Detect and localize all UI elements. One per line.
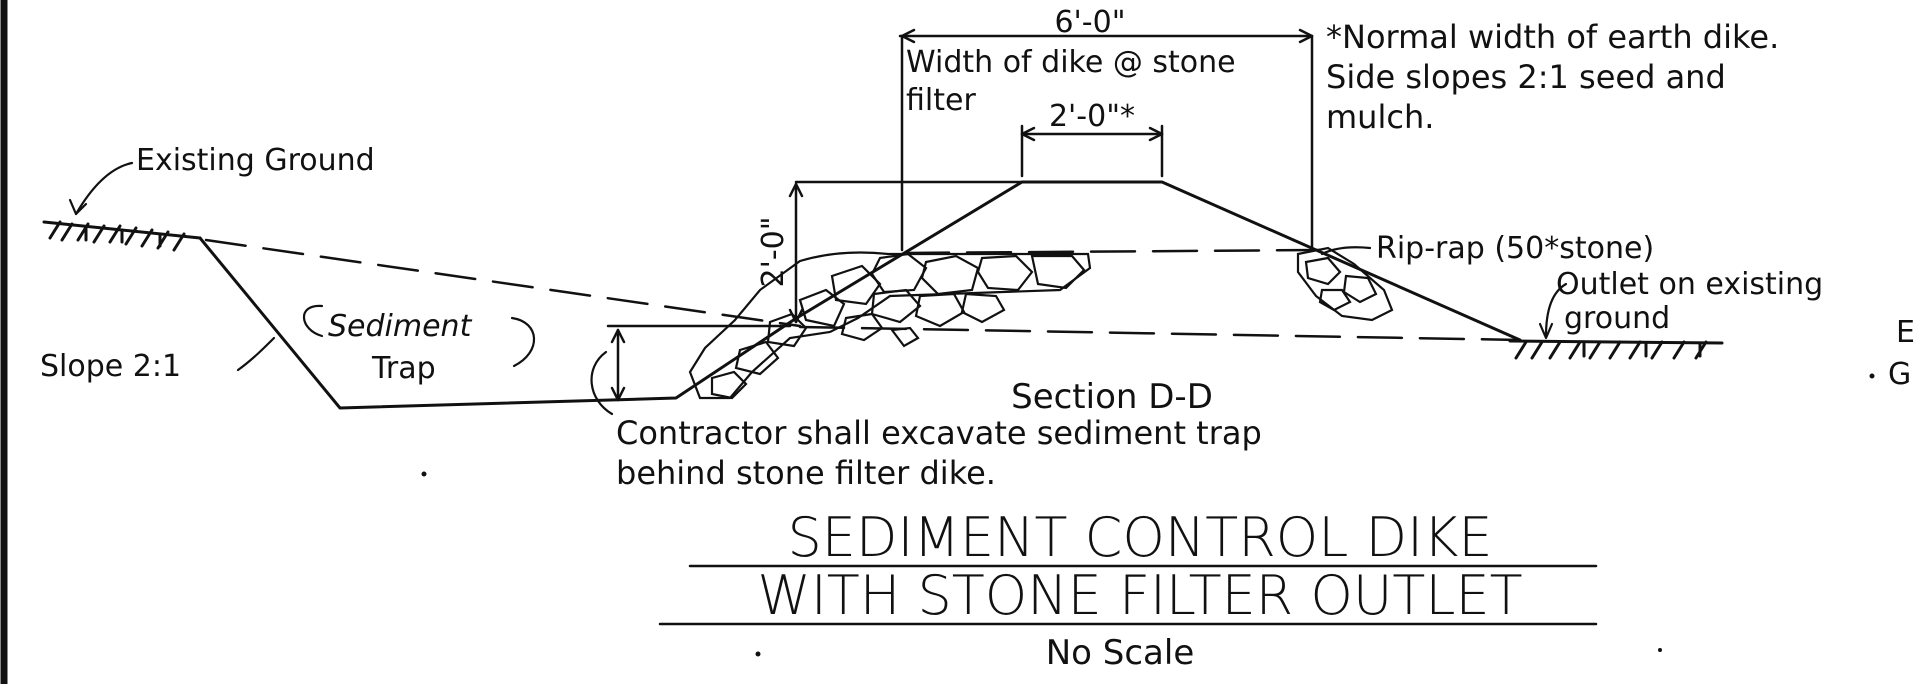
note-line3: mulch.	[1326, 98, 1434, 136]
section-label: Section D-D	[1011, 377, 1213, 417]
width-dike-label-line2: filter	[906, 83, 976, 118]
trap-depth-dimension	[606, 324, 792, 402]
trap-label: Trap	[371, 351, 436, 386]
height-label: 2'-0"	[756, 216, 791, 287]
stone-filter-right	[1296, 246, 1394, 322]
stone-base-dashed-line	[798, 325, 1522, 342]
contractor-leader	[590, 350, 614, 416]
height-dimension	[788, 180, 1024, 324]
stray-dot	[1869, 373, 1875, 379]
existing-ground-arrow	[68, 198, 88, 216]
stray-dot	[1658, 648, 1662, 652]
note-line1: *Normal width of earth dike.	[1326, 18, 1779, 56]
outlet-arrow	[1538, 322, 1554, 340]
width-overall-dimension	[898, 28, 1314, 252]
existing-ground-hatch-left	[42, 220, 202, 252]
scale-note: No Scale	[1046, 633, 1195, 673]
outlet-leader	[1544, 282, 1568, 338]
riprap-label: Rip-rap (50*stone)	[1376, 231, 1654, 266]
slope-leader	[236, 336, 276, 372]
existing-ground-dashed-line	[204, 238, 802, 328]
drawing-title-line1: SEDIMENT CONTROL DIKE	[787, 506, 1492, 569]
sediment-brace-left	[302, 304, 324, 338]
width-top-label: 2'-0"*	[1049, 99, 1135, 134]
stone-top-dashed-line	[903, 248, 1322, 255]
existing-ground-label: Existing Ground	[136, 143, 375, 178]
contractor-note-line1: Contractor shall excavate sediment trap	[616, 414, 1262, 452]
width-dike-label-line1: Width of dike @ stone	[906, 45, 1236, 80]
stray-dot	[421, 471, 427, 477]
sediment-brace-right	[510, 316, 536, 368]
sediment-label: Sediment	[328, 309, 473, 344]
contractor-note-line2: behind stone filter dike.	[616, 454, 996, 492]
outlet-label-line1: Outlet on existing	[1556, 267, 1823, 302]
stray-dot	[755, 651, 761, 657]
width-top-dimension	[1020, 124, 1164, 178]
drawing-title-line2: WITH STONE FILTER OUTLET	[757, 564, 1522, 627]
edge-fragment-2: G	[1888, 357, 1911, 392]
outlet-label-line2: ground	[1564, 301, 1670, 336]
existing-ground-leader	[74, 161, 134, 216]
note-line2: Side slopes 2:1 seed and	[1326, 58, 1726, 96]
slope-label: Slope 2:1	[40, 349, 181, 384]
edge-fragment-1: E	[1896, 315, 1915, 350]
existing-ground-hatch-right	[1508, 339, 1724, 360]
stone-filter-left	[688, 251, 1092, 400]
width-overall-label: 6'-0"	[1054, 5, 1125, 40]
riprap-leader	[1320, 246, 1372, 256]
